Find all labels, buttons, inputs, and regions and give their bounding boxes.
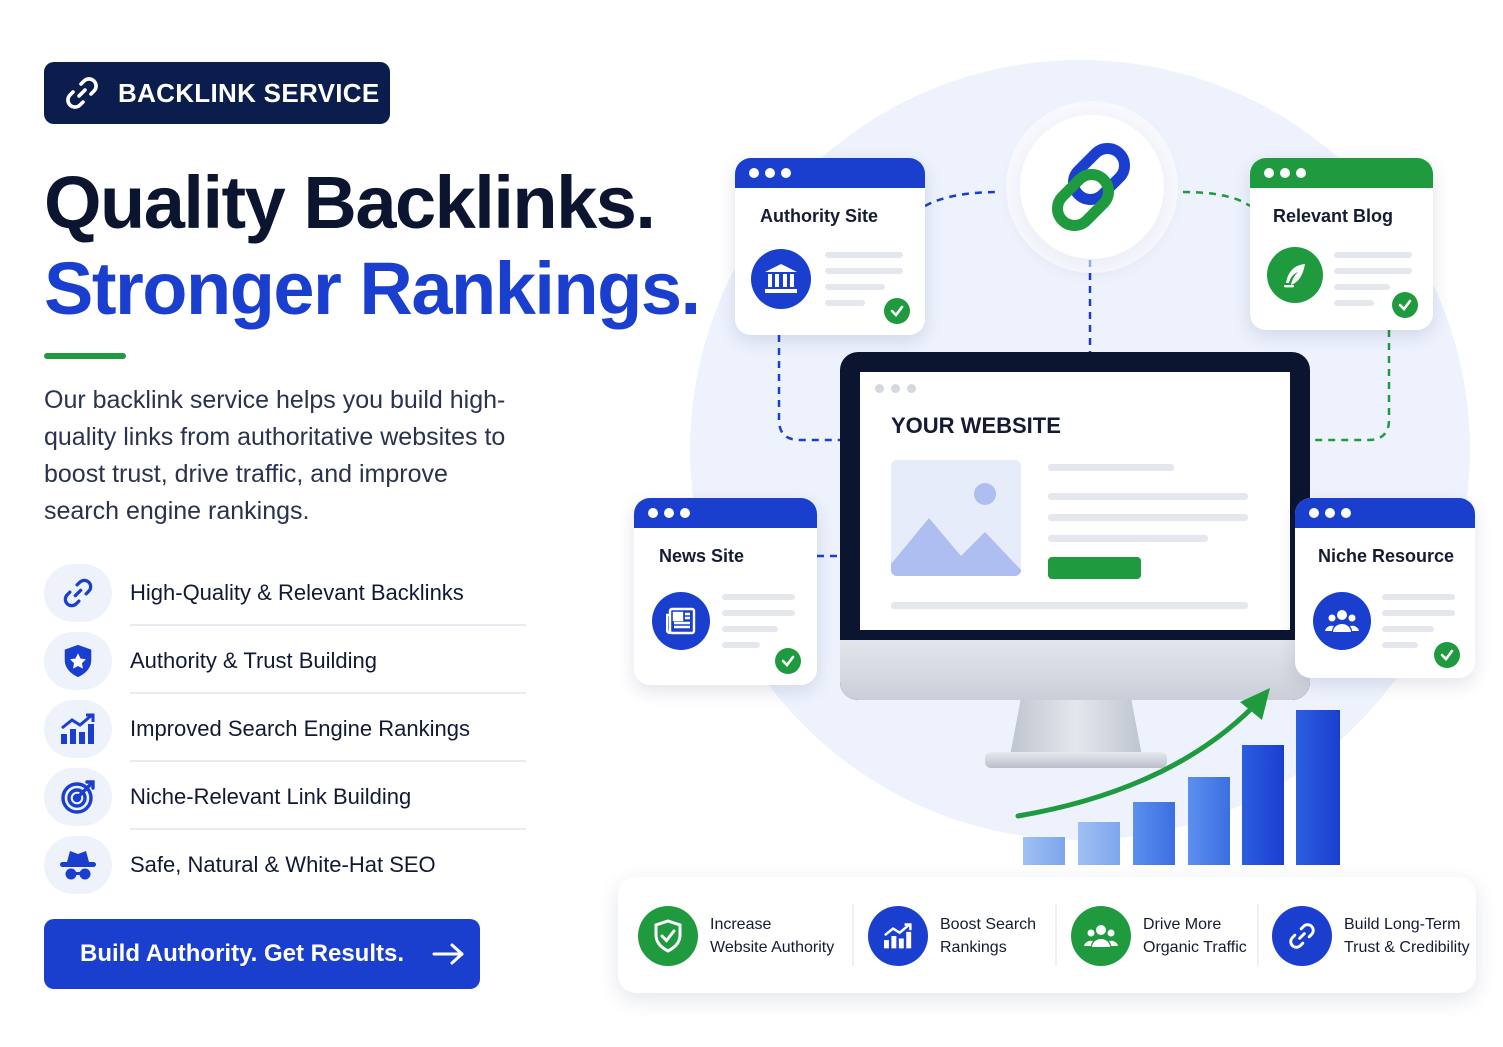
text-line (825, 268, 903, 274)
feature-label: Improved Search Engine Rankings (130, 716, 470, 741)
check-icon (775, 648, 801, 674)
text-line (1334, 300, 1374, 306)
headline-line1: Quality Backlinks. (44, 161, 656, 244)
description: Our backlink service helps you build hig… (44, 386, 506, 525)
users-group-icon (1071, 906, 1131, 966)
check-icon (1392, 292, 1418, 318)
chain-link-icon (1052, 143, 1130, 231)
target-icon (44, 768, 112, 826)
feature-item: Niche-Relevant Link Building (44, 766, 526, 828)
card-title: Niche Resource (1318, 546, 1455, 566)
card-title: Relevant Blog (1273, 206, 1394, 226)
users-group-icon (1313, 592, 1371, 650)
card-title: News Site (659, 546, 745, 566)
text-line (1048, 535, 1208, 542)
check-icon (884, 298, 910, 324)
service-badge: BACKLINK SERVICE (44, 62, 390, 124)
text-line (722, 626, 778, 632)
window-dots (875, 384, 916, 393)
image-placeholder-icon (891, 460, 1021, 576)
cta-button[interactable]: Build Authority. Get Results. (44, 919, 480, 989)
text-line (825, 300, 865, 306)
cta-label: Build Authority. Get Results. (80, 940, 405, 967)
text-line (1334, 252, 1412, 258)
bar-chart-icon (44, 700, 112, 758)
feature-divider (130, 760, 526, 762)
text-line (722, 610, 795, 616)
text-line (1334, 284, 1390, 290)
badge-label: BACKLINK SERVICE (118, 77, 380, 108)
feature-label: Safe, Natural & White-Hat SEO (130, 852, 436, 877)
text-line (1382, 610, 1455, 616)
shield-star-icon (44, 632, 112, 690)
card-title: Authority Site (760, 206, 879, 226)
link-icon (44, 564, 112, 622)
text-line (1382, 626, 1434, 632)
benefit-line: Increase (710, 916, 772, 933)
benefit-divider (852, 904, 854, 966)
feature-divider (130, 692, 526, 694)
benefit-line: Build Long-Term (1344, 916, 1461, 933)
benefit-line: Organic Traffic (1143, 939, 1247, 956)
website-title: YOUR WEBSITE (891, 413, 1061, 438)
benefit-divider (1055, 904, 1057, 966)
feature-item: Safe, Natural & White-Hat SEO (44, 834, 526, 896)
feature-label: High-Quality & Relevant Backlinks (130, 580, 464, 605)
monitor-neck (1010, 700, 1142, 756)
feature-item: High-Quality & Relevant Backlinks (44, 562, 526, 624)
headline-line2: Stronger Rankings. (44, 247, 701, 330)
text-line (1048, 493, 1248, 500)
quill-icon (1267, 247, 1323, 303)
text-line (1334, 268, 1412, 274)
text-line (891, 602, 1248, 609)
bar-chart-icon (868, 906, 928, 966)
chain-link-hub (1020, 115, 1164, 259)
benefit-divider (1257, 904, 1259, 966)
site-button (1048, 557, 1141, 579)
monitor-foot (985, 752, 1167, 768)
benefit-line: Rankings (940, 939, 1007, 956)
text-line (1382, 594, 1455, 600)
feature-item: Improved Search Engine Rankings (44, 698, 526, 760)
growth-chart-icon (1015, 688, 1340, 865)
check-icon (1434, 642, 1460, 668)
accent-divider (44, 353, 126, 359)
bank-icon (751, 249, 811, 309)
text-line (1048, 464, 1174, 471)
feature-label: Niche-Relevant Link Building (130, 784, 412, 809)
text-line (1382, 642, 1418, 648)
arrow-right-icon (432, 943, 464, 965)
spy-hat-icon (44, 836, 112, 894)
benefits-strip (618, 877, 1476, 993)
benefit-line: Boost Search (940, 916, 1037, 933)
feature-item: Authority & Trust Building (44, 630, 526, 692)
feature-divider (130, 828, 526, 830)
feature-label: Authority & Trust Building (130, 648, 378, 673)
feature-divider (130, 624, 526, 626)
text-line (825, 252, 903, 258)
monitor-chin (840, 640, 1310, 700)
shield-check-icon (638, 906, 698, 966)
benefit-line: Drive More (1143, 916, 1222, 933)
link-icon (1272, 906, 1332, 966)
text-line (722, 594, 795, 600)
benefit-line: Trust & Credibility (1344, 939, 1470, 956)
text-line (1048, 514, 1248, 521)
link-icon (66, 77, 98, 109)
newspaper-icon (652, 592, 710, 650)
benefit-line: Website Authority (710, 939, 835, 956)
text-line (722, 642, 760, 648)
text-line (825, 284, 885, 290)
